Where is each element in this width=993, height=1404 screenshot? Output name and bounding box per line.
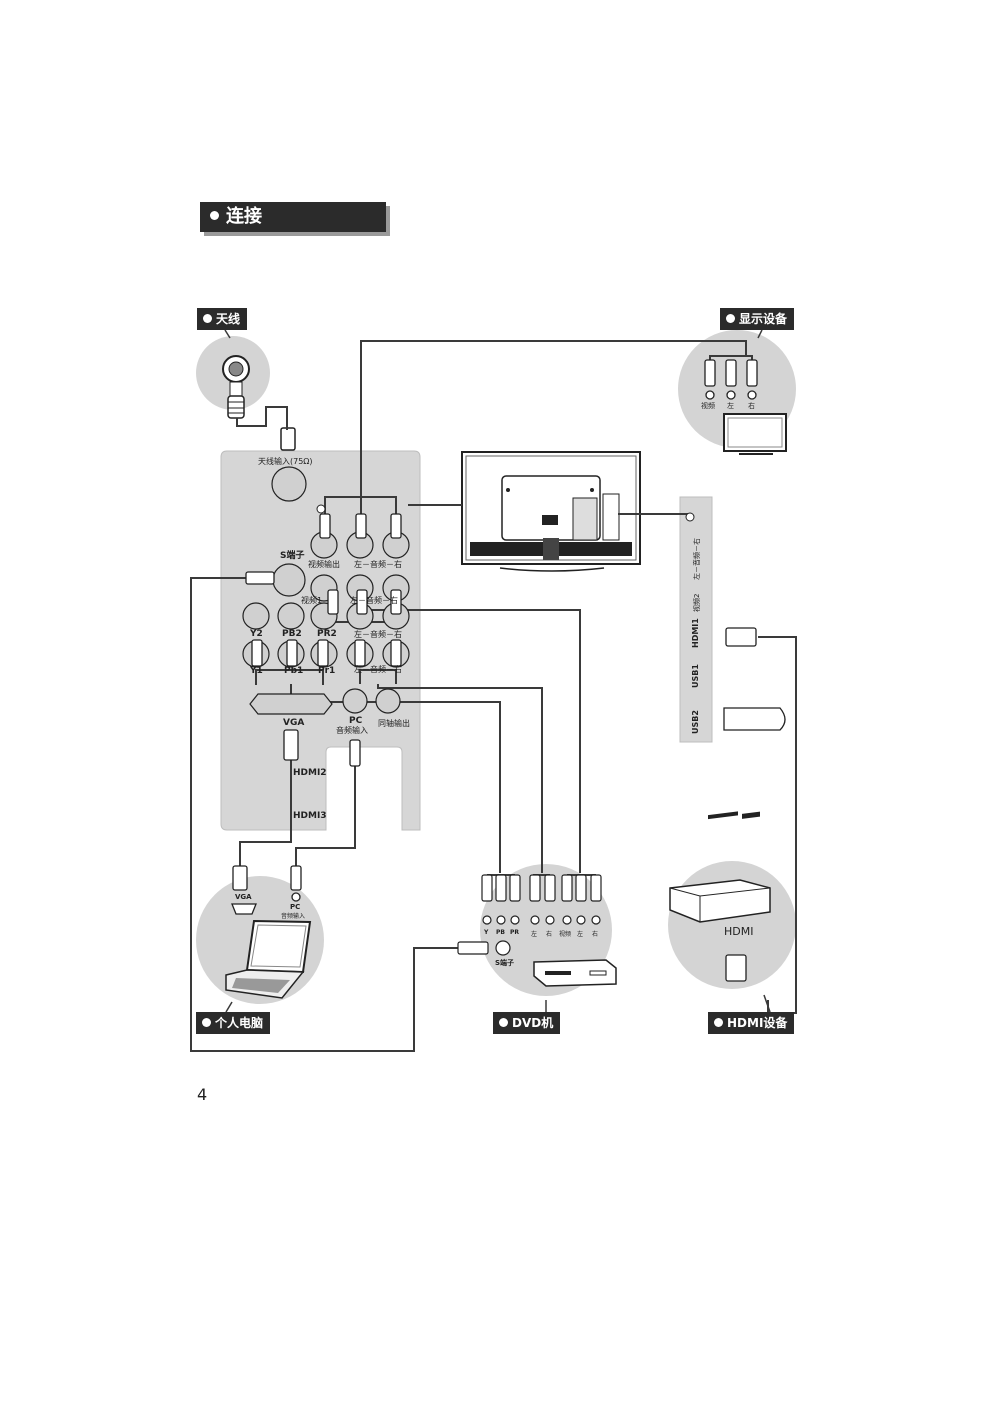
section-title: 连接 — [226, 206, 262, 227]
label-vga: VGA — [283, 718, 305, 728]
tag-pc: 个人电脑 — [196, 1012, 271, 1034]
bullet-icon — [726, 314, 735, 323]
bullet-icon — [714, 1018, 723, 1027]
label-dvd-right2: 右 — [592, 931, 599, 938]
pc-plugs — [231, 865, 302, 915]
tag-dvd: DVD机 — [493, 1012, 561, 1034]
section-banner: 连接 — [200, 202, 386, 232]
tag-pc-text: 个人电脑 — [215, 1016, 264, 1030]
hdmi-usb-plugs — [723, 627, 786, 982]
label-pc: PC — [349, 716, 363, 726]
label-display-left: 左 — [727, 402, 734, 410]
tag-hdmi-device: HDMI设备 — [708, 1012, 795, 1034]
label-display-right: 右 — [748, 402, 755, 410]
label-dvd-left2: 左 — [577, 931, 584, 938]
label-display-video: 视频 — [701, 402, 715, 410]
label-coax-out: 同轴输出 — [378, 719, 410, 728]
label-hdmi2: HDMI2 — [293, 768, 327, 778]
rca-plugs — [245, 513, 402, 767]
label-pc-audio-in: 音频输入 — [281, 913, 306, 920]
display-rca-plugs — [704, 359, 758, 400]
tag-display: 显示设备 — [720, 308, 795, 330]
tag-antenna: 天线 — [197, 308, 248, 330]
laptop-icon — [225, 919, 312, 999]
label-dvd-s-terminal: S端子 — [495, 959, 515, 967]
tag-hdmi-device-text: HDMI设备 — [727, 1016, 788, 1030]
label-hdmi3: HDMI3 — [293, 811, 327, 821]
bullet-icon — [202, 1018, 211, 1027]
panel-jacks — [242, 466, 410, 715]
label-side-hdmi1: HDMI1 — [691, 618, 700, 648]
label-pointers — [224, 329, 771, 1013]
label-side-audio: 左－音频－右 — [693, 538, 701, 580]
label-dvd-y: Y — [484, 929, 489, 936]
label-video-out: 视频输出 — [308, 560, 340, 569]
label-pc-pc: PC — [290, 903, 301, 911]
label-side-video2: 视频2 — [693, 593, 701, 612]
tag-dvd-text: DVD机 — [512, 1016, 554, 1030]
label-s-terminal: S端子 — [280, 551, 305, 561]
label-dvd-right1: 右 — [546, 931, 553, 938]
label-antenna-in: 天线输入(75Ω) — [258, 457, 313, 466]
label-y1: Y1 — [250, 666, 263, 676]
label-pc-audio-in: 音频输入 — [336, 726, 368, 735]
antenna-plug-icon — [222, 355, 250, 419]
label-dvd-pr: PR — [510, 929, 520, 936]
label-dvd-left1: 左 — [531, 931, 538, 938]
label-side-usb2: USB2 — [691, 710, 700, 734]
label-audio-in-1: 左－音频－右 — [350, 596, 398, 605]
bullet-icon — [499, 1018, 508, 1027]
bullet-icon — [210, 210, 219, 220]
label-video1: 视频1 — [301, 596, 323, 605]
label-dvd-pb: PB — [496, 929, 505, 936]
label-pb2: PB2 — [282, 629, 302, 639]
dvd-player-icon — [533, 959, 617, 987]
tv-back-icon — [461, 451, 641, 572]
page-number: 4 — [197, 1085, 208, 1104]
label-side-usb1: USB1 — [691, 664, 700, 688]
label-pc-vga: VGA — [235, 893, 252, 901]
monitor-icon — [723, 413, 787, 455]
bullet-icon — [203, 314, 212, 323]
tag-display-text: 显示设备 — [739, 312, 788, 326]
dvd-rca-plugs — [457, 874, 602, 956]
label-audio-in-2: 左－音频－右 — [354, 630, 402, 639]
tag-antenna-text: 天线 — [216, 312, 241, 326]
hdmi-player-icon — [669, 811, 771, 923]
label-pb1: Pb1 — [284, 666, 304, 676]
antenna-in-plug — [280, 427, 296, 451]
label-hdmi-device: HDMI — [724, 925, 754, 938]
label-pr2: PR2 — [317, 629, 337, 639]
side-panel — [679, 496, 713, 743]
label-y2: Y2 — [250, 629, 263, 639]
label-audio-out: 左－音频－右 — [354, 560, 402, 569]
label-pr1: Pr1 — [318, 666, 336, 676]
cables — [190, 340, 797, 1052]
label-dvd-video: 视频 — [559, 931, 572, 938]
label-audio-in-3: 左－音频－右 — [354, 665, 402, 674]
